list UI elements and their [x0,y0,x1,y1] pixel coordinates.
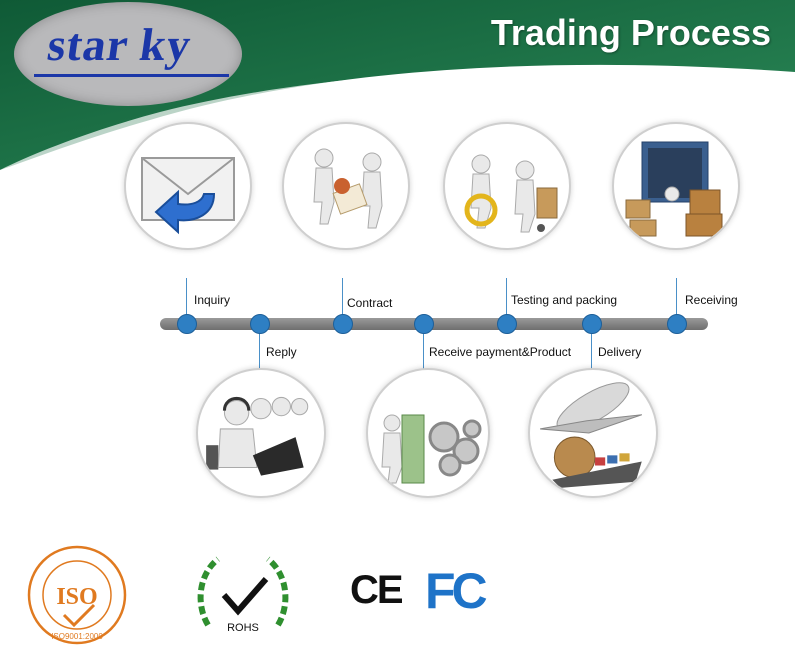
step-label-delivery: Delivery [598,345,642,359]
brand-logo: star ky [14,2,242,106]
airplane-globe-ship-icon [528,368,658,498]
stem-contract [342,278,343,322]
money-gears-icon [366,368,490,498]
logo-text: star ky [44,19,195,70]
step-label-contract: Contract [347,296,393,310]
timeline-dot-reply [250,314,270,334]
step-label-reply: Reply [266,345,297,359]
stem-inquiry [186,278,187,322]
page-title: Trading Process [490,12,771,53]
ce-mark-icon: CE [350,568,404,612]
inspection-packing-icon [443,122,571,250]
iso-main-text: ISO [56,584,97,610]
stem-reply [259,326,260,370]
iso-seal-icon: ISO ISO9001:2000 [27,545,127,645]
timeline-bar [160,318,708,330]
stem-delivery [591,326,592,370]
iso-code-text: ISO9001:2000 [51,632,103,641]
stem-testing [506,278,507,322]
timeline-dot-contract [333,314,353,334]
rohs-text: ROHS [227,622,259,634]
timeline-dot-testing [497,314,517,334]
container-boxes-icon [612,122,740,250]
timeline-dot-inquiry [177,314,197,334]
contract-stamp-icon [282,122,410,250]
step-label-payment: Receive payment&Product [429,345,572,359]
envelope-reply-icon [124,122,252,250]
call-center-icon [196,368,326,498]
fcc-logo-icon: FC [425,563,488,619]
rohs-badge-icon: ROHS [197,556,289,634]
step-label-inquiry: Inquiry [194,293,231,307]
logo-underline [34,74,229,77]
timeline-dot-delivery [582,314,602,334]
timeline-dot-payment [414,314,434,334]
stem-receiving [676,278,677,322]
timeline-dot-receiving [667,314,687,334]
stem-payment [423,326,424,370]
step-label-receiving: Receiving [685,293,738,307]
step-label-testing: Testing and packing [511,293,618,307]
